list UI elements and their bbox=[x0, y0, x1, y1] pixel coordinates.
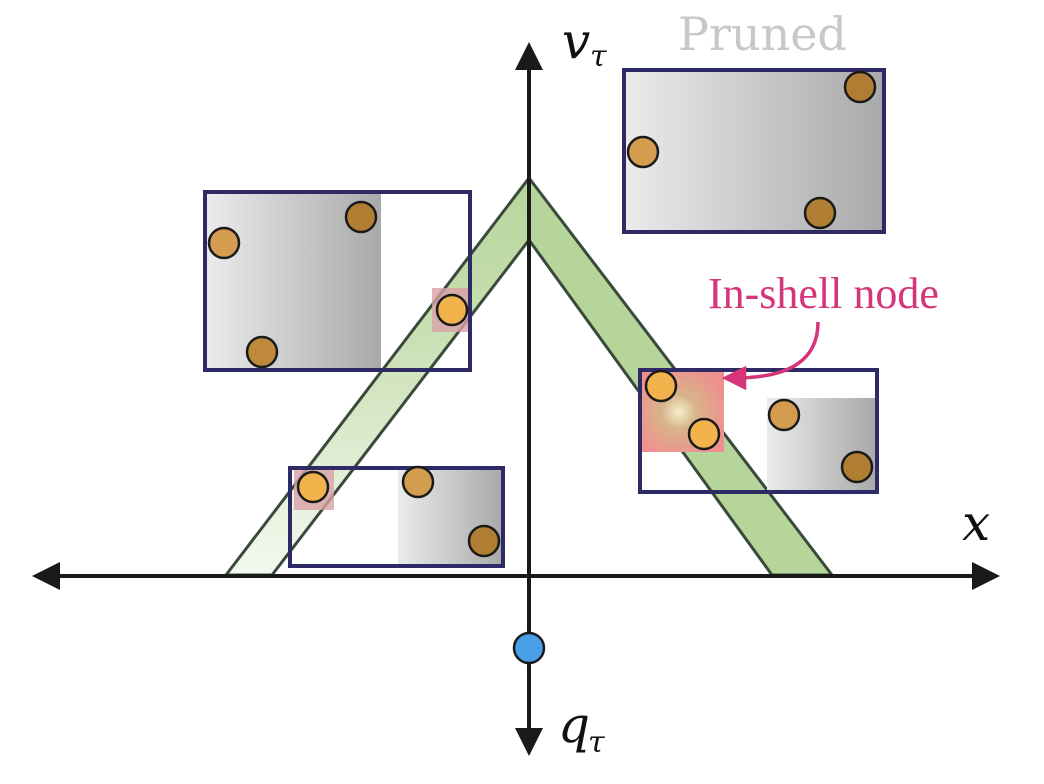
v-axis-label-subscript: τ bbox=[590, 39, 607, 74]
particle bbox=[207, 226, 241, 260]
particle-in-shell bbox=[687, 417, 721, 451]
particle bbox=[840, 450, 874, 484]
q-axis-label-main: q bbox=[558, 696, 590, 754]
particle-in-shell bbox=[296, 470, 330, 504]
particle-in-shell bbox=[435, 293, 469, 327]
particle bbox=[626, 135, 660, 169]
x-axis-label: x bbox=[962, 494, 990, 552]
q-axis-label-subscript: τ bbox=[588, 725, 605, 760]
particle bbox=[467, 524, 501, 558]
box-border bbox=[288, 466, 505, 568]
x-axis-arrow-left-icon bbox=[32, 562, 60, 590]
particle bbox=[803, 196, 837, 230]
box-border bbox=[203, 190, 472, 372]
particle bbox=[401, 465, 435, 499]
in-shell-pointer-arrow bbox=[721, 321, 820, 391]
particle bbox=[843, 70, 877, 104]
x-axis-arrow-right-icon bbox=[972, 562, 1000, 590]
node-box-upper-left bbox=[203, 190, 472, 372]
q-axis-label: q τ bbox=[558, 696, 605, 760]
particle bbox=[767, 398, 801, 432]
pruned-box-border bbox=[622, 68, 886, 234]
pruned-box-fill bbox=[624, 70, 884, 232]
particle bbox=[245, 335, 279, 369]
node-box-right bbox=[638, 368, 879, 494]
v-axis-label-main: v bbox=[562, 12, 590, 70]
axes bbox=[32, 42, 1000, 756]
particle-in-shell bbox=[644, 369, 678, 403]
query-point bbox=[512, 631, 546, 665]
pruned-label: Pruned bbox=[678, 7, 847, 61]
in-shell-node-label: In-shell node bbox=[708, 269, 939, 318]
q-axis-arrow-down-icon bbox=[515, 728, 543, 756]
pruned-box bbox=[622, 68, 886, 234]
particle bbox=[344, 200, 378, 234]
box-border bbox=[638, 368, 879, 494]
v-axis-label: v τ bbox=[562, 12, 607, 74]
v-axis-arrow-up-icon bbox=[515, 42, 543, 70]
node-box-lower-left bbox=[288, 465, 505, 568]
